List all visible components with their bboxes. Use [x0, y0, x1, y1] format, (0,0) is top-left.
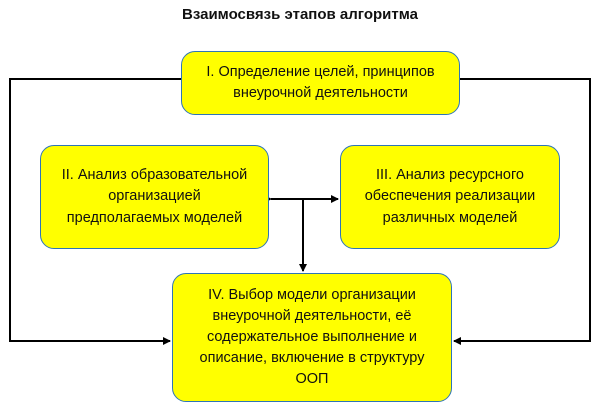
stage-2-box: II. Анализ образовательной организацией …	[40, 145, 269, 249]
stage-3-box: III. Анализ ресурсного обеспечения реали…	[340, 145, 560, 249]
stage-4-box: IV. Выбор модели организации внеурочной …	[172, 273, 452, 402]
right-loop-arrow	[453, 78, 591, 345]
diagram-title: Взаимосвязь этапов алгоритма	[182, 6, 418, 23]
left-loop-arrow	[9, 78, 181, 345]
stage-1-box: I. Определение целей, принципов внеурочн…	[181, 51, 460, 115]
